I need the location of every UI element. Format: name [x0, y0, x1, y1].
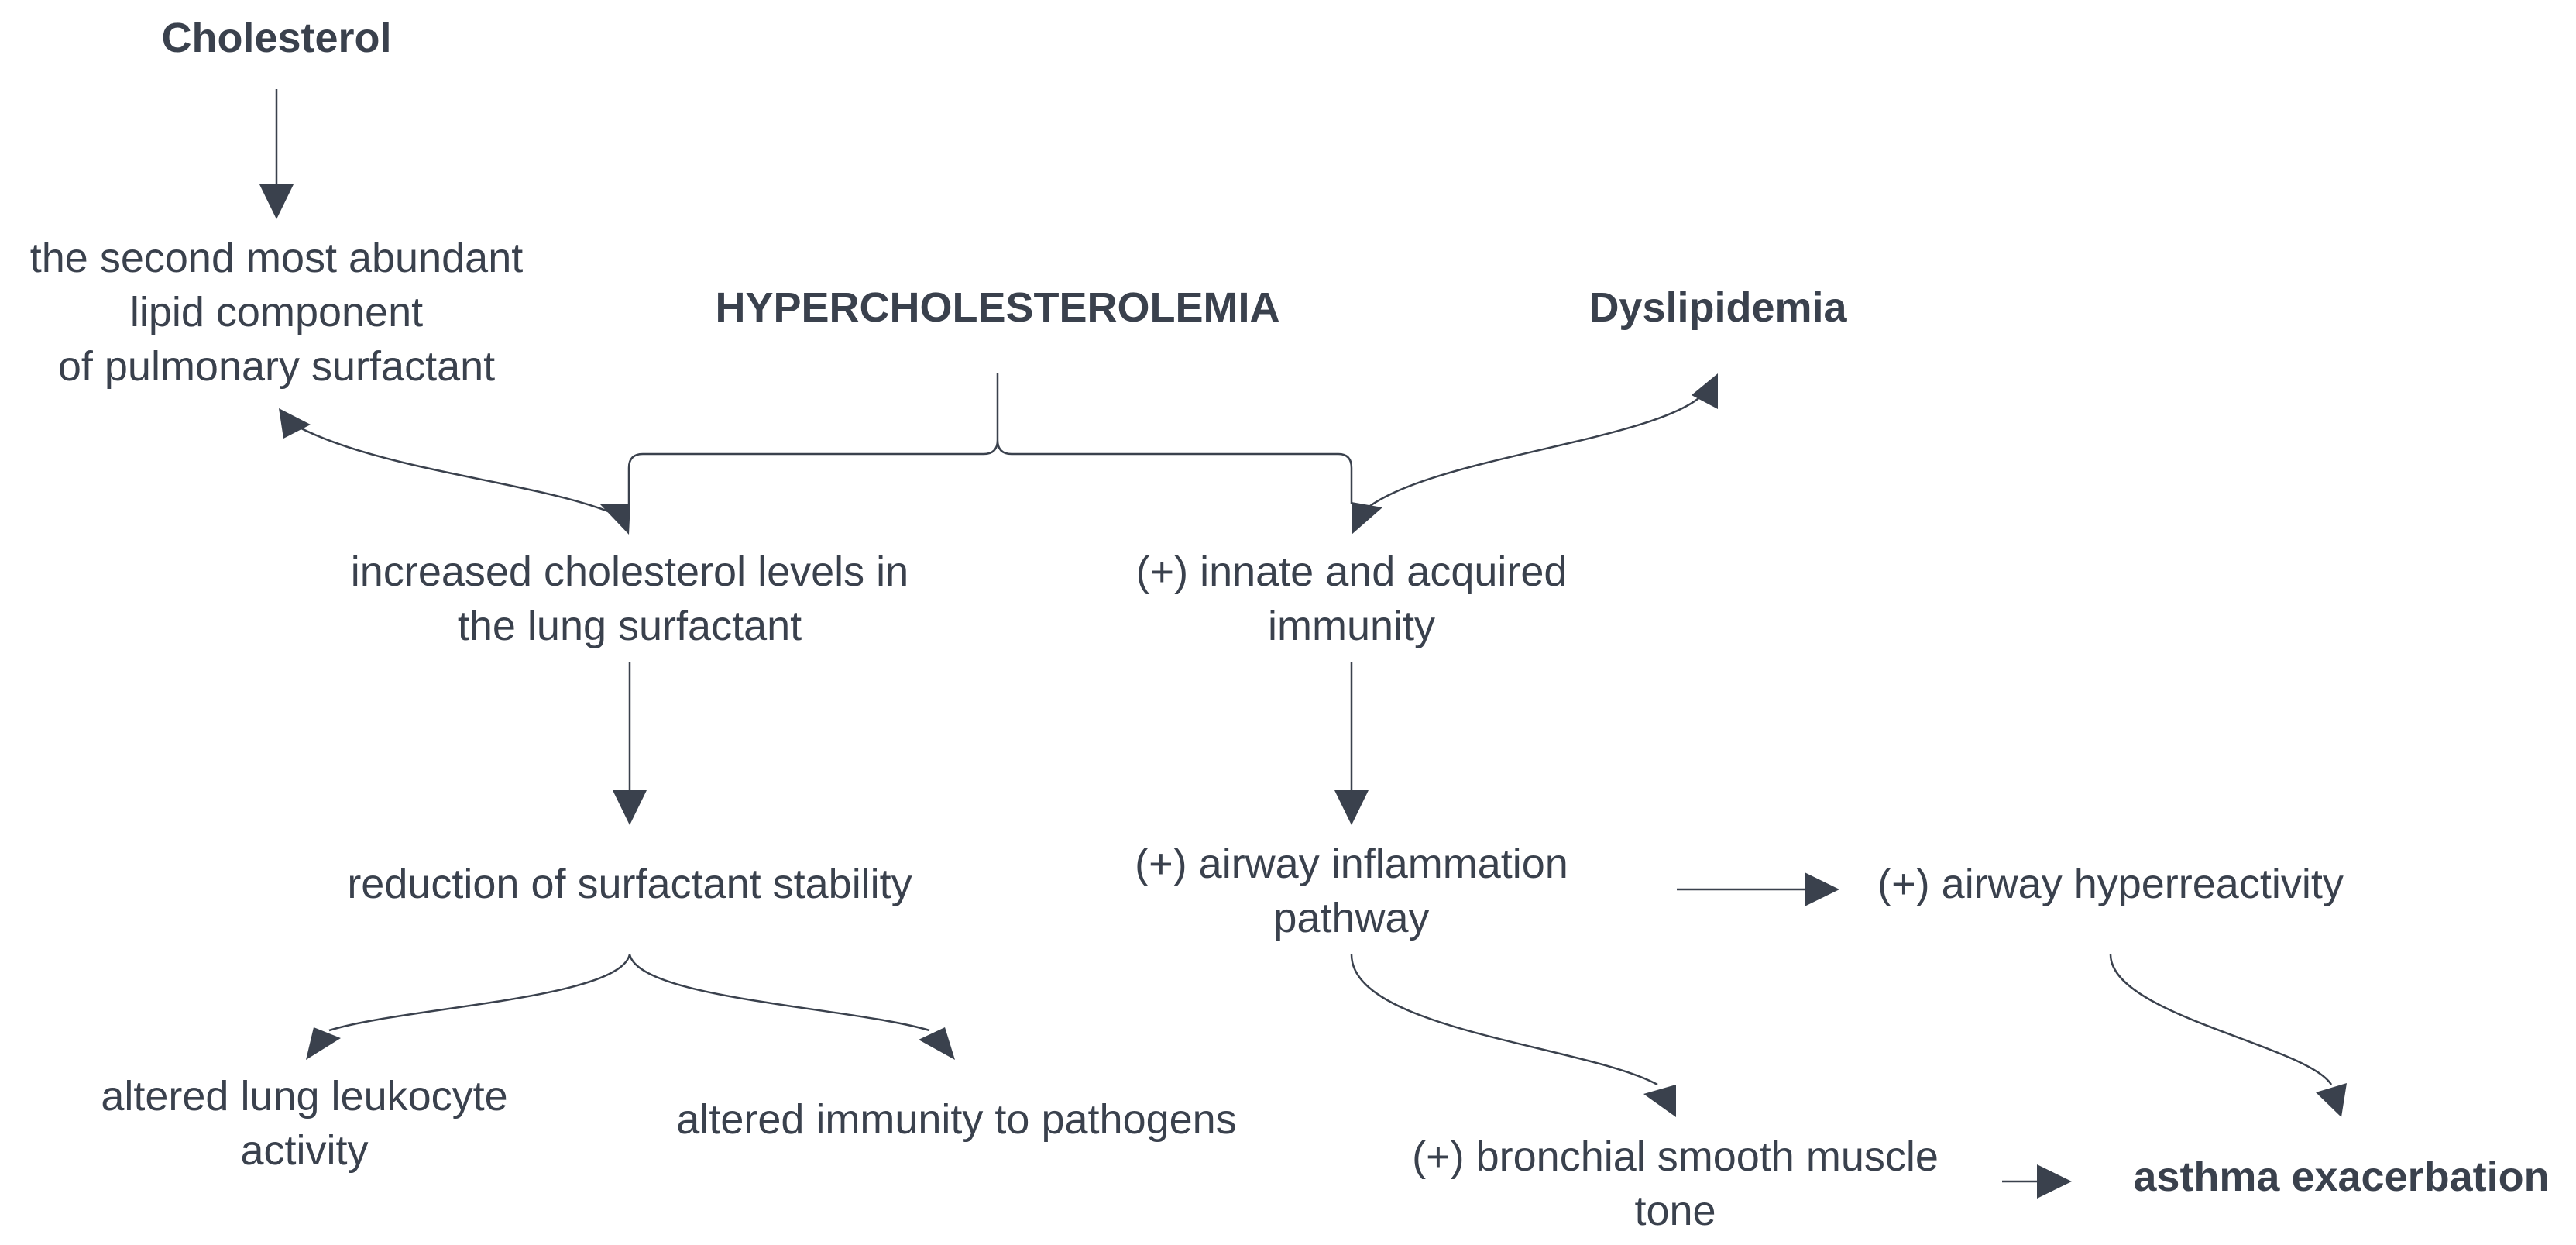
node-immunity-pathogens: altered immunity to pathogens	[676, 1096, 1237, 1143]
node-airway-inflammation: (+) airway inflammation pathway	[1135, 841, 1568, 941]
node-airway-hyperreactivity: (+) airway hyperreactivity	[1877, 861, 2344, 907]
arrow-inflammation-to-bronchial	[1350, 954, 1658, 1086]
arrowhead-increased-to-reduction	[613, 790, 647, 825]
node-reduction-stability: reduction of surfactant stability	[347, 861, 912, 907]
arrowhead-to-increased-cholesterol	[599, 504, 630, 535]
arrowhead-to-innate-immunity	[1352, 502, 1382, 535]
node-surfactant-lipid: the second most abundant lipid component…	[29, 235, 524, 390]
bracket-hypercholesterolemia-split	[627, 373, 1353, 504]
arrowhead-inflammation-to-bronchial	[1643, 1085, 1676, 1117]
node-hypercholesterolemia: HYPERCHOLESTEROLEMIA	[715, 284, 1280, 331]
arrowhead-hyperreactivity-to-asthma	[2316, 1083, 2347, 1117]
arrow-hyperreactivity-to-asthma	[2109, 954, 2333, 1085]
arrowhead-bronchial-to-asthma	[2037, 1164, 2072, 1199]
arrow-increased-cholesterol-to-surfactant-lipid	[297, 425, 620, 518]
node-dyslipidemia: Dyslipidemia	[1589, 284, 1847, 331]
arrowhead-increased-to-surfactant-lipid	[279, 408, 311, 439]
node-leukocyte-activity: altered lung leukocyte activity	[101, 1073, 508, 1174]
arrow-reduction-to-pathogens	[628, 954, 930, 1032]
arrowhead-innate-to-dyslipidemia	[1692, 373, 1718, 409]
node-bronchial-tone: (+) bronchial smooth muscle tone	[1412, 1133, 1939, 1234]
arrowhead-inflammation-to-hyperreactivity	[1805, 872, 1839, 906]
node-asthma-exacerbation: asthma exacerbation	[2133, 1154, 2550, 1200]
node-innate-immunity: (+) innate and acquired immunity	[1135, 549, 1568, 649]
arrow-reduction-to-leukocyte	[328, 954, 631, 1032]
arrowhead-cholesterol-to-surfactant-lipid	[259, 184, 294, 219]
arrowhead-innate-to-inflammation	[1334, 790, 1369, 825]
arrowhead-reduction-to-leukocyte	[306, 1027, 341, 1060]
arrowhead-reduction-to-pathogens	[919, 1027, 955, 1060]
node-increased-cholesterol: increased cholesterol levels in the lung…	[350, 549, 909, 649]
arrow-innate-immunity-to-dyslipidemia	[1362, 393, 1705, 512]
node-cholesterol: Cholesterol	[161, 15, 392, 61]
